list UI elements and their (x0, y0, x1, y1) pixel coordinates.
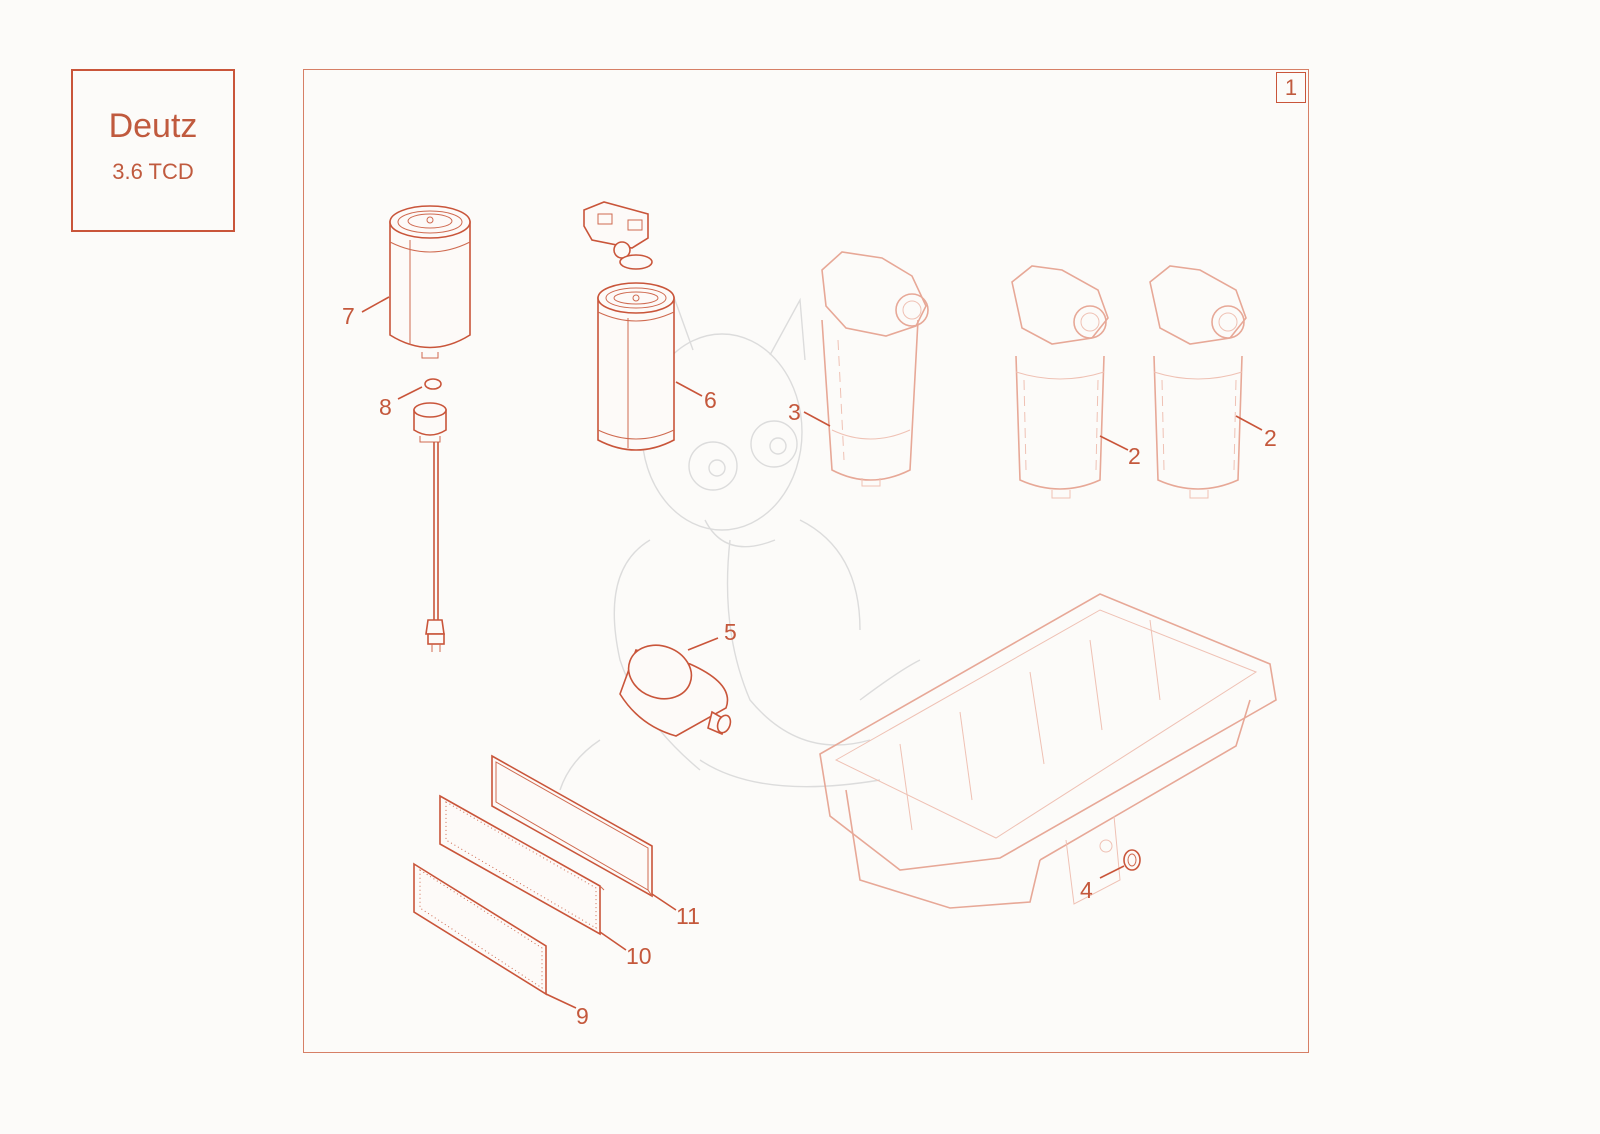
callout-9: 9 (576, 1003, 589, 1029)
model-name: 3.6 TCD (112, 159, 194, 184)
callout-10: 10 (626, 943, 652, 969)
callout-6: 6 (704, 387, 717, 413)
callout-7: 7 (342, 303, 355, 329)
callout-4: 4 (1080, 877, 1093, 903)
part-10-pleated-panel (439, 794, 627, 951)
brand-name: Deutz (108, 107, 198, 145)
page-number: 1 (1276, 72, 1306, 103)
callout-5: 5 (724, 619, 737, 645)
part-2b-filter-housing (1149, 265, 1263, 499)
part-4-oil-pan (819, 593, 1277, 909)
title-box: Deutz 3.6 TCD (71, 69, 235, 232)
callout-3: 3 (788, 399, 801, 425)
part-6-filter-element-head (583, 201, 703, 451)
callout-11: 11 (676, 903, 700, 929)
dragon-watermark (559, 297, 921, 791)
part-5-inline-filter (619, 637, 732, 737)
diagram-frame: 1 (303, 69, 1309, 1053)
part-2a-filter-housing (1011, 265, 1129, 499)
callout-2b: 2 (1264, 425, 1277, 451)
part-9-pleated-panel (413, 862, 577, 1009)
part-11-air-panel (491, 754, 677, 911)
part-3-filter-housing (803, 251, 929, 487)
part-8-sensor-oring (397, 378, 447, 652)
callout-8: 8 (379, 394, 392, 420)
callout-2a: 2 (1128, 443, 1141, 469)
part-7-spin-on-filter (361, 205, 471, 359)
